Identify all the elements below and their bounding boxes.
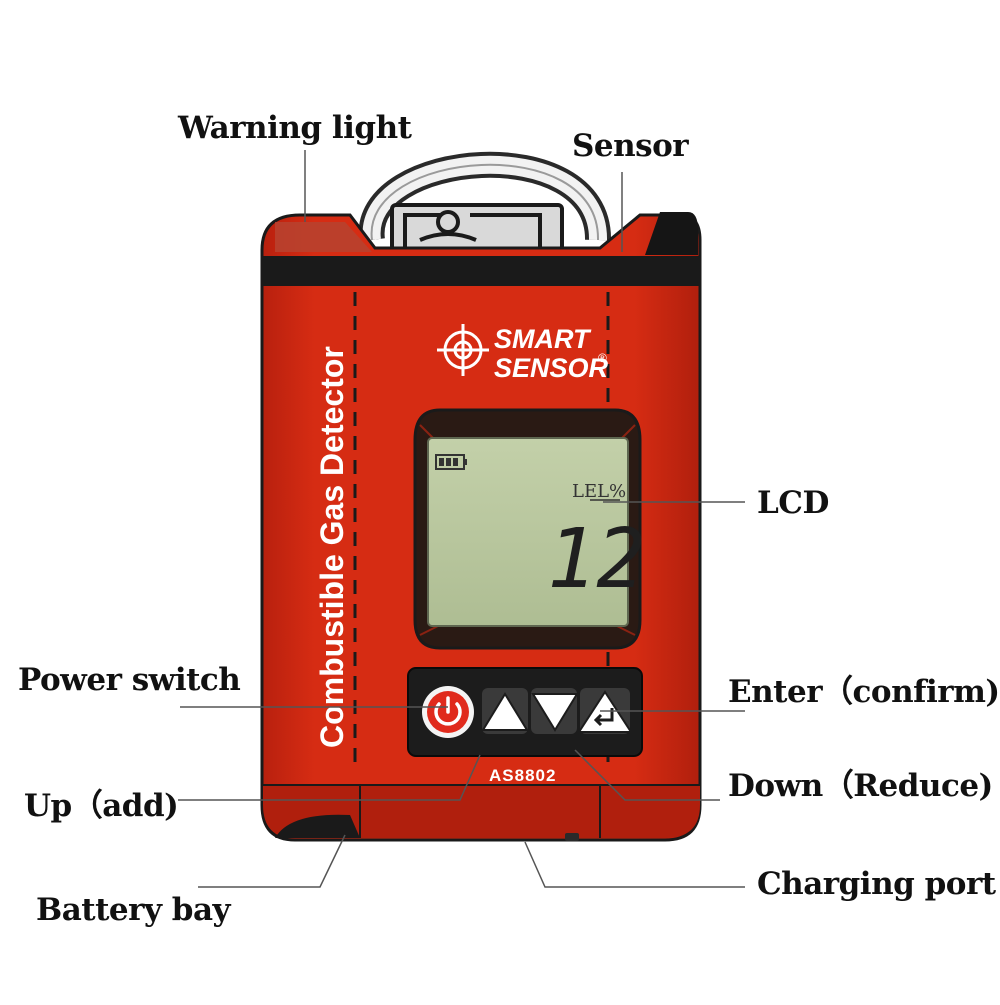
callout-power-switch: Power switch: [18, 662, 241, 698]
callout-up: Up（add): [24, 788, 179, 824]
leader-up: [178, 754, 481, 801]
lcd-unit: LEL%: [572, 481, 626, 502]
charging-port: [565, 833, 579, 841]
battery-full-icon: [435, 454, 467, 470]
top-band: [263, 256, 699, 286]
callout-enter: Enter（confirm): [728, 674, 1000, 710]
leader-lines: [178, 150, 745, 888]
warning-light: [275, 222, 372, 252]
callout-down: Down（Reduce): [728, 768, 993, 804]
up-button[interactable]: [481, 688, 529, 734]
callout-sensor: Sensor: [572, 128, 689, 164]
brand-logo: [437, 324, 489, 376]
brand-line1: SMART: [494, 324, 592, 354]
leader-battery-bay: [198, 834, 346, 888]
registered-mark: ®: [598, 351, 607, 365]
callout-warning-light: Warning light: [178, 110, 412, 146]
callout-charging-port: Charging port: [757, 866, 996, 902]
power-icon: [434, 696, 462, 726]
down-button[interactable]: [531, 688, 579, 734]
battery-bay: [275, 814, 360, 838]
power-button[interactable]: [422, 686, 474, 738]
triangle-up-icon: [481, 692, 529, 731]
belt-clip: [390, 203, 564, 252]
brand-line2: SENSOR: [494, 353, 609, 383]
leader-down: [574, 749, 720, 801]
lcd-screen: [427, 437, 629, 627]
callout-battery-bay: Battery bay: [36, 892, 231, 928]
bottom-bevel: [263, 785, 700, 838]
enter-return-icon: [593, 708, 614, 727]
callout-lcd: LCD: [757, 485, 829, 521]
model-label: AS8802: [489, 766, 556, 785]
sensor-tab: [645, 212, 698, 255]
hanging-loop: [358, 151, 612, 242]
lcd-reading: 12: [547, 512, 646, 607]
leader-charging-port: [524, 841, 745, 888]
side-label: Combustible Gas Detector: [314, 346, 350, 748]
triangle-down-icon: [531, 693, 579, 732]
